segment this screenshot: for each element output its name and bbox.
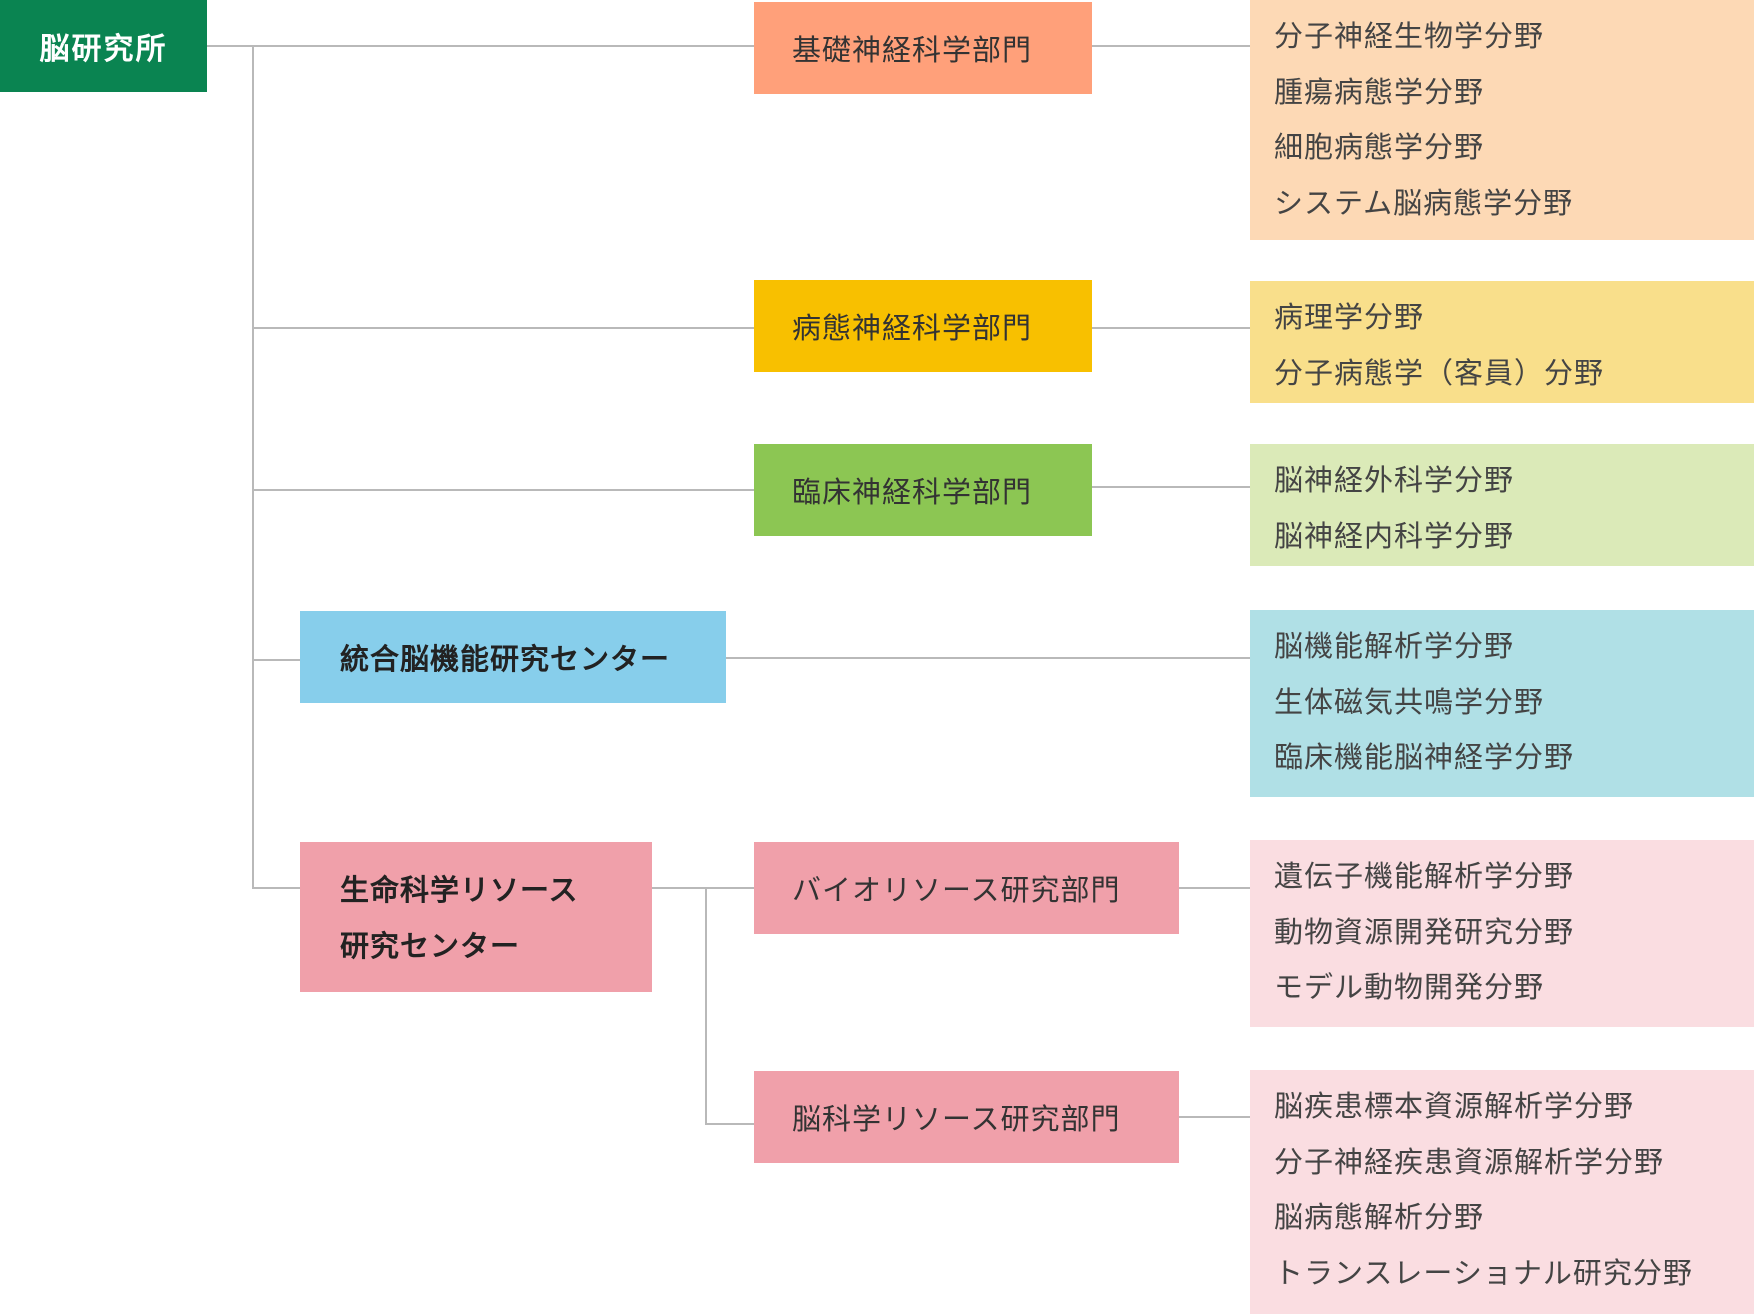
field-item: 脳病態解析分野 — [1274, 1200, 1485, 1234]
fields-integrated-center: 脳機能解析学分野 生体磁気共鳴学分野 臨床機能脳神経学分野 — [1250, 610, 1754, 797]
connector-basic-fields — [1092, 45, 1250, 47]
life-science-resource-center: 生命科学リソース 研究センター — [300, 842, 652, 992]
dept-clinical-neuroscience: 臨床神経科学部門 — [754, 444, 1092, 536]
field-item: システム脳病態学分野 — [1274, 185, 1574, 220]
connector-brain-resource — [705, 1123, 754, 1125]
field-item: 脳神経外科学分野 — [1274, 463, 1515, 497]
field-item: 腫瘍病態学分野 — [1274, 74, 1485, 109]
field-item: トランスレーショナル研究分野 — [1274, 1255, 1693, 1290]
center-label-line2: 研究センター — [340, 929, 521, 963]
field-item: 分子神経生物学分野 — [1274, 19, 1545, 53]
connector-trunk — [252, 45, 254, 889]
dept-label: 臨床神経科学部門 — [792, 475, 1033, 509]
fields-bioresource: 遺伝子機能解析学分野 動物資源開発研究分野 モデル動物開発分野 — [1250, 840, 1754, 1027]
dept-label: 脳科学リソース研究部門 — [792, 1102, 1121, 1136]
center-label: 統合脳機能研究センター — [340, 642, 671, 676]
field-item: 分子神経疾患資源解析学分野 — [1274, 1144, 1665, 1179]
fields-clinical-neuroscience: 脳神経外科学分野 脳神経内科学分野 — [1250, 444, 1754, 566]
connector-root — [207, 45, 754, 47]
connector-resource-branch — [705, 887, 707, 1125]
root-label: 脳研究所 — [39, 32, 168, 67]
connector-pathology-fields — [1092, 327, 1250, 329]
dept-bioresource: バイオリソース研究部門 — [754, 842, 1179, 934]
dept-pathological-neuroscience: 病態神経科学部門 — [754, 280, 1092, 372]
dept-label: 基礎神経科学部門 — [792, 33, 1033, 67]
field-item: 遺伝子機能解析学分野 — [1274, 859, 1575, 893]
field-item: 脳疾患標本資源解析学分野 — [1274, 1089, 1635, 1123]
root-node: 脳研究所 — [0, 0, 207, 92]
connector-integrated-fields — [726, 657, 1250, 659]
field-item: 脳神経内科学分野 — [1274, 518, 1515, 553]
field-item: 動物資源開発研究分野 — [1274, 914, 1575, 949]
integrated-brain-center: 統合脳機能研究センター — [300, 611, 726, 703]
field-item: 病理学分野 — [1274, 300, 1425, 334]
field-item: 脳機能解析学分野 — [1274, 629, 1515, 663]
connector-resource — [252, 887, 300, 889]
center-label-line1: 生命科学リソース — [340, 873, 579, 907]
connector-bio-fields — [1179, 887, 1250, 889]
dept-basic-neuroscience: 基礎神経科学部門 — [754, 2, 1092, 94]
fields-pathological-neuroscience: 病理学分野 分子病態学（客員）分野 — [1250, 281, 1754, 403]
dept-label: バイオリソース研究部門 — [792, 873, 1121, 907]
field-item: モデル動物開発分野 — [1274, 970, 1545, 1004]
field-item: 臨床機能脳神経学分野 — [1274, 740, 1575, 774]
connector-pathology — [252, 327, 754, 329]
field-item: 生体磁気共鳴学分野 — [1274, 684, 1545, 719]
connector-resource-sub — [652, 887, 754, 889]
connector-brain-fields — [1179, 1116, 1250, 1118]
dept-label: 病態神経科学部門 — [792, 311, 1033, 345]
field-item: 分子病態学（客員）分野 — [1274, 355, 1605, 390]
fields-basic-neuroscience: 分子神経生物学分野 腫瘍病態学分野 細胞病態学分野 システム脳病態学分野 — [1250, 0, 1754, 240]
fields-brain-science-resource: 脳疾患標本資源解析学分野 分子神経疾患資源解析学分野 脳病態解析分野 トランスレ… — [1250, 1070, 1754, 1314]
dept-brain-science-resource: 脳科学リソース研究部門 — [754, 1071, 1179, 1163]
connector-integrated — [252, 659, 300, 661]
connector-clinical-fields — [1092, 486, 1250, 488]
field-item: 細胞病態学分野 — [1274, 130, 1485, 164]
connector-clinical — [252, 489, 754, 491]
